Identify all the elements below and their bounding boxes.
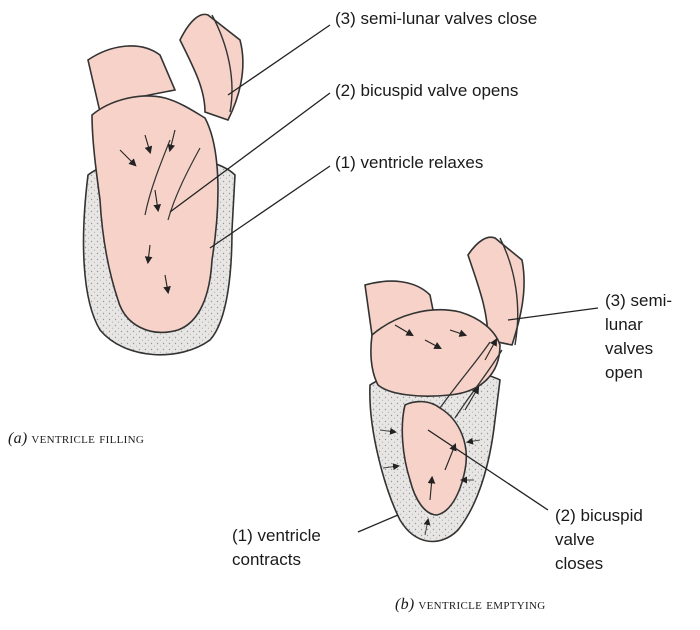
label-bicuspid-opens: (2) bicuspid valve opens (335, 80, 518, 102)
caption-a: (a) ventricle filling (8, 430, 144, 448)
label-ventricle-contracts-1: (1) ventricle (232, 525, 321, 547)
label-semilunar-open-2: lunar (605, 314, 643, 336)
label-semilunar-open-1: (3) semi- (605, 290, 672, 312)
heart-a (84, 14, 330, 354)
label-bicuspid-closes-1: (2) bicuspid (555, 505, 643, 527)
label-semilunar-open-3: valves (605, 338, 653, 360)
label-bicuspid-closes-2: valve (555, 529, 595, 551)
aorta-a (180, 14, 243, 120)
caption-a-text: ventricle filling (31, 431, 144, 447)
label-semilunar-open-4: open (605, 362, 643, 384)
label-bicuspid-closes-3: closes (555, 553, 603, 575)
label-semilunar-close: (3) semi-lunar valves close (335, 8, 537, 30)
atrium-b (371, 310, 500, 396)
caption-b: (b) ventricle emptying (395, 596, 545, 614)
caption-b-text: ventricle emptying (418, 597, 545, 613)
heart-b (358, 237, 598, 541)
caption-b-letter: (b) (395, 596, 415, 613)
caption-a-letter: (a) (8, 430, 28, 447)
label-ventricle-contracts-2: contracts (232, 549, 301, 571)
label-ventricle-relaxes: (1) ventricle relaxes (335, 152, 483, 174)
